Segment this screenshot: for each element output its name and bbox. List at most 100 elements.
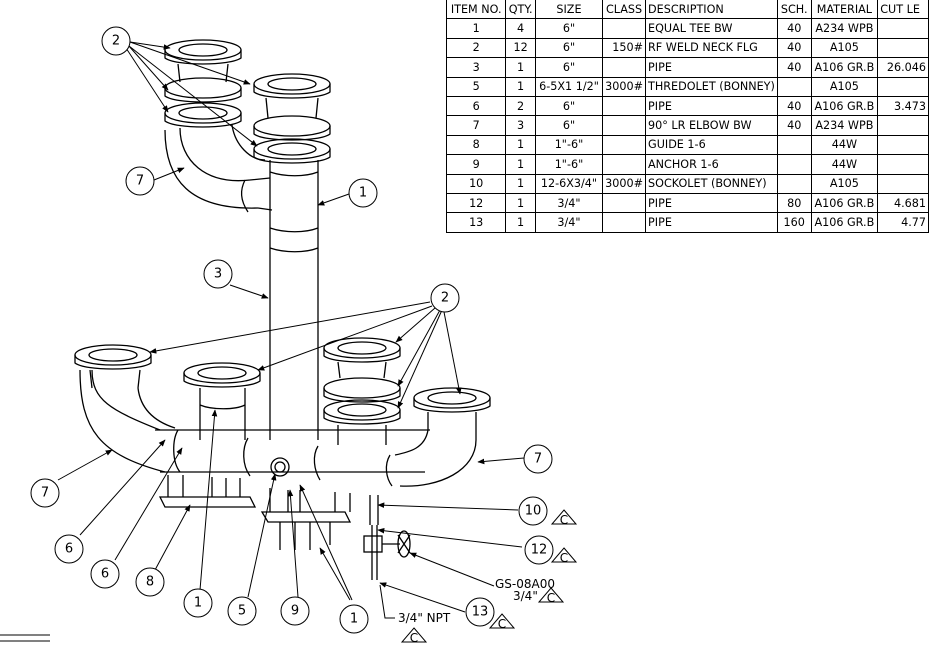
balloon-1-b: [339, 604, 369, 634]
bom-cell-cut-length: [877, 154, 929, 175]
pipe-weld-1: [269, 227, 319, 233]
bom-header-sch: SCH.: [776, 0, 812, 20]
flange-top-2-rim: [164, 88, 242, 103]
balloon-text-7-right: 7: [534, 452, 542, 467]
bom-cell-size: 1"-6": [534, 154, 604, 175]
balloon-text-12: 12: [531, 543, 548, 558]
bom-cell-size: 3/4": [534, 192, 604, 214]
bom-cell-item-no: 6: [445, 95, 507, 117]
bom-cell-material: 44W: [810, 154, 879, 175]
bom-cell-sch: [776, 173, 812, 194]
balloon-12: [524, 535, 554, 565]
leader-5: [247, 473, 277, 598]
bom-header-material: MATERIAL: [810, 0, 879, 20]
flange-top-neck2: [265, 97, 319, 119]
bom-cell-item-no: 8: [445, 134, 507, 156]
rev-triangle-npt: [400, 627, 428, 643]
balloon-7-right: [523, 444, 553, 474]
leader-2-mid-d: [397, 309, 441, 387]
bom-cell-qty: 2: [505, 95, 536, 117]
bom-cell-qty: 1: [505, 192, 536, 214]
balloon-text-7-top: 7: [136, 174, 144, 189]
bom-cell-description: PIPE: [645, 212, 778, 233]
flange-top-2: [164, 77, 242, 99]
header-weld-4: [385, 454, 393, 487]
balloon-7-left: [30, 478, 60, 508]
bom-cell-item-no: 2: [445, 37, 507, 59]
leader-9: [287, 489, 299, 598]
header-weld-2: [243, 437, 251, 477]
leader-2-top-b: [129, 41, 251, 85]
piping-geometry: [74, 39, 491, 580]
balloon-text-1-right: 1: [359, 186, 367, 201]
bom-cell-item-no: 5: [445, 76, 507, 97]
guide-base: [158, 496, 257, 508]
bom-cell-material: A106 GR.B: [810, 57, 879, 78]
leader-2-top-c: [127, 44, 169, 91]
balloon-text-6-b: 6: [101, 567, 109, 582]
bom-cell-item-no: 7: [445, 115, 507, 136]
bom-cell-cut-length: [877, 115, 929, 136]
tee-right-branch: [337, 425, 387, 445]
flange-top-3-bore: [178, 106, 228, 120]
flange-top-3: [164, 102, 242, 124]
flange-mid-right-3-rim: [323, 410, 401, 425]
rev-triangle-10: [550, 509, 578, 525]
bom-cell-material: A105: [810, 37, 879, 59]
bom-cell-qty: 1: [505, 134, 536, 156]
balloon-text-8: 8: [146, 575, 154, 590]
bom-cell-qty: 1: [505, 57, 536, 78]
leader-2-top-a: [129, 41, 171, 50]
bom-cell-sch: [776, 76, 812, 97]
balloon-text-9: 9: [291, 604, 299, 619]
bom-cell-class: [602, 192, 647, 214]
leader-2-top-e: [128, 45, 258, 147]
rev-triangle-12: [550, 547, 578, 563]
bom-cell-size: 1"-6": [534, 134, 604, 156]
bom-cell-description: THREDOLET (BONNEY): [645, 76, 778, 97]
balloon-5: [227, 596, 257, 626]
leader-7-top: [153, 167, 185, 181]
balloon-6-b: [90, 559, 120, 589]
flange-top-neck: [177, 63, 229, 83]
balloon-text-2-top: 2: [112, 34, 120, 49]
bom-header-item-no: ITEM NO.: [445, 0, 507, 20]
flange-top-4-rim: [253, 84, 331, 99]
leader-7-right: [477, 457, 525, 465]
balloon-1-a: [183, 588, 213, 618]
balloon-9: [280, 596, 310, 626]
balloon-text-7-left: 7: [41, 486, 49, 501]
tee-left-weld: [199, 404, 246, 410]
valve-spokes: [397, 534, 411, 554]
bom-cell-size: 12-6X3/4": [534, 173, 604, 194]
bom-cell-class: [602, 18, 647, 39]
flange-top-3-rim: [164, 113, 242, 128]
bom-cell-cut-length: 26.046: [877, 57, 929, 78]
flange-right: [413, 387, 491, 409]
flange-mid-right-2-rim: [323, 388, 401, 403]
bom-cell-material: A234 WPB: [810, 115, 879, 136]
balloon-text-3: 3: [214, 267, 222, 282]
bom-header-row: ITEM NO. QTY. SIZE CLASS DESCRIPTION SCH…: [445, 0, 929, 20]
flange-top-1: [164, 39, 242, 61]
elbow-right-outer: [399, 439, 477, 487]
thredolet: [270, 457, 290, 477]
bom-cell-description: PIPE: [645, 192, 778, 214]
bill-of-materials-table: ITEM NO. QTY. SIZE CLASS DESCRIPTION SCH…: [445, 0, 929, 233]
bom-cell-size: 6-5X1 1/2": [534, 76, 604, 97]
valve-handwheel: [397, 530, 411, 558]
balloon-text-1-a: 1: [194, 596, 202, 611]
anchor-base: [260, 511, 352, 523]
bom-cell-class: [602, 95, 647, 117]
flange-top-6: [253, 138, 331, 160]
bom-header-class: CLASS: [602, 0, 647, 20]
elbow-top-outer: [179, 127, 251, 182]
leader-1-b1: [319, 547, 351, 601]
leader-2-mid-b: [257, 305, 433, 371]
